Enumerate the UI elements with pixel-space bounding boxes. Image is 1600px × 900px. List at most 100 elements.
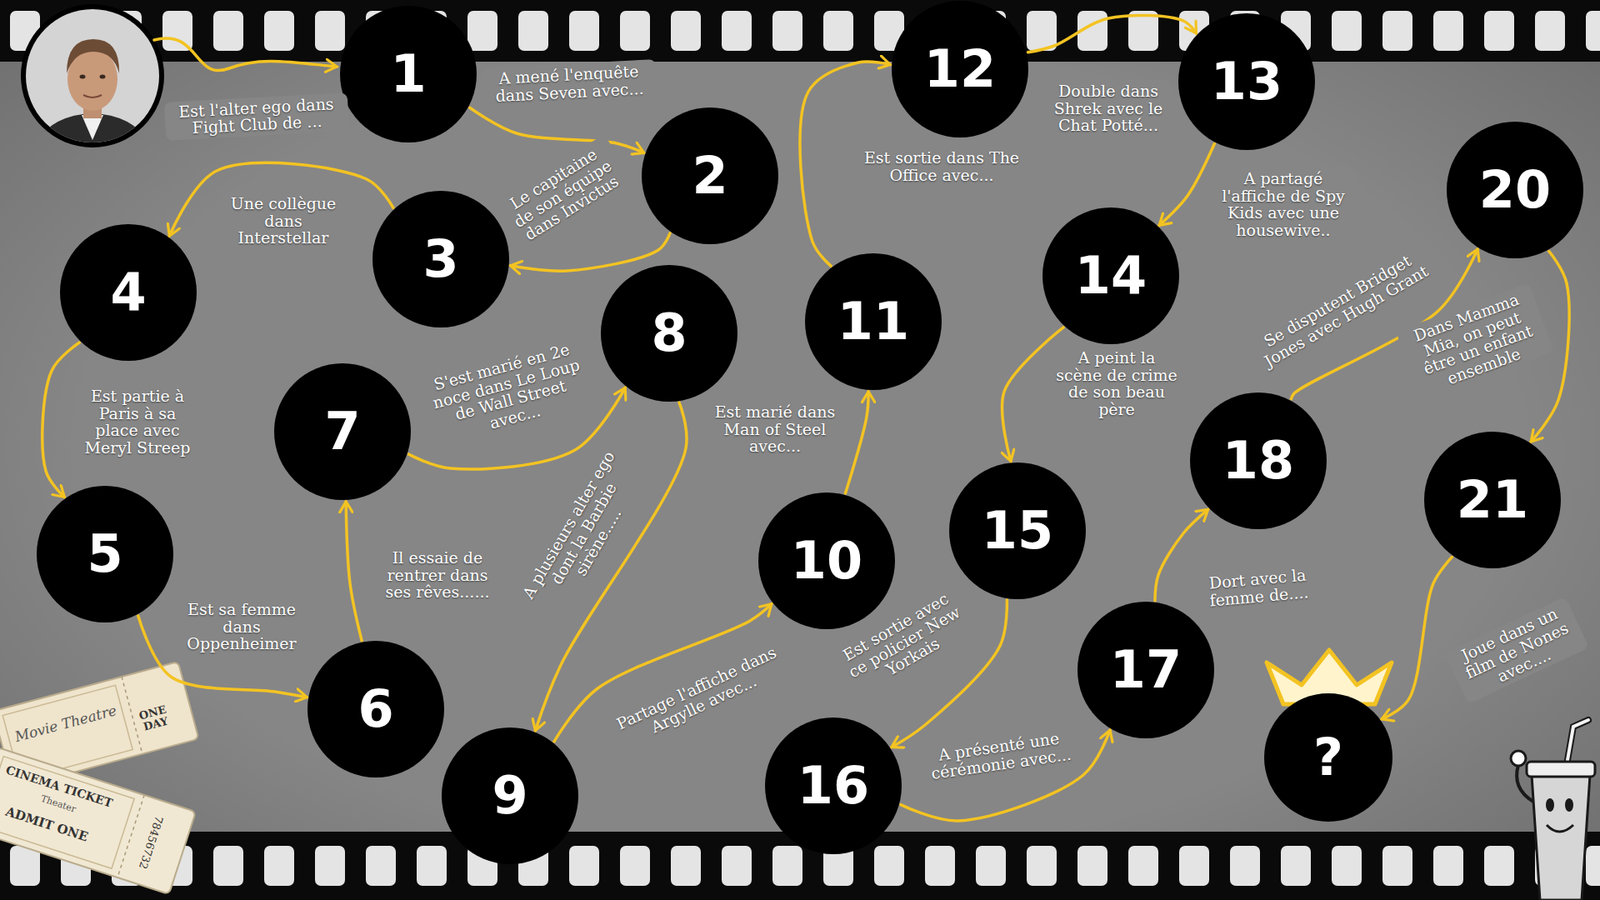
edge-label-holder: Est marié dans Man of Steel avec... xyxy=(708,400,842,458)
ticket-text: 78456732 xyxy=(132,800,170,884)
circle-fill xyxy=(372,190,510,328)
circle-fill xyxy=(1446,121,1584,259)
circle-fill xyxy=(1042,207,1180,345)
edge-label-holder: A présenté une cérémonie avec... xyxy=(915,724,1086,786)
circle-fill xyxy=(1264,693,1393,822)
number-circle: 3 xyxy=(372,190,510,328)
node-number: 1 xyxy=(390,48,426,100)
number-circle: 18 xyxy=(1190,392,1327,530)
number-circle: 8 xyxy=(600,265,738,402)
number-circle: 1 xyxy=(340,5,477,143)
edge-label: Double dans Shrek avec le Chat Potté... xyxy=(1045,80,1171,137)
cup-mascot xyxy=(1510,720,1595,900)
circle-fill xyxy=(307,640,445,778)
number-circle: 13 xyxy=(1178,13,1315,150)
edge-label: S'est marié en 2e noce dans Le Loup de W… xyxy=(418,335,599,450)
cup-straw xyxy=(1566,720,1589,765)
number-circle: 4 xyxy=(60,224,197,361)
cup-eye xyxy=(1565,798,1574,812)
edge-label-holder: Est sa femme dans Oppenheimer xyxy=(179,598,305,655)
edge-label: A présenté une cérémonie avec... xyxy=(915,724,1086,786)
circle-fill xyxy=(641,107,779,245)
edge-label-holder: Est sortie dans The Office avec... xyxy=(837,146,1046,186)
label-holder: Est l'alter ego dans Fight Club de ... xyxy=(164,92,350,140)
edge-label: A peint la scène de crime de son beau pè… xyxy=(1050,346,1184,420)
circle-fill xyxy=(758,492,895,630)
photo-shirt xyxy=(81,115,104,140)
circle-fill xyxy=(36,485,174,623)
number-circle: 14 xyxy=(1042,207,1180,345)
circle-fill xyxy=(1178,13,1315,150)
node-number: 7 xyxy=(324,405,360,458)
edge-label: A partagé l'affiche de Spy Kids avec une… xyxy=(1212,167,1355,241)
cup-smile xyxy=(1546,825,1574,832)
number-circle: 12 xyxy=(891,0,1029,138)
number-circle: 15 xyxy=(949,462,1086,600)
connectors xyxy=(42,15,1570,821)
edge-label: Le capitaine de son équipe dans Invictus xyxy=(490,134,634,253)
edge-label-holder: A mené l'enquête dans Seven avec... xyxy=(480,59,658,108)
node-number: 16 xyxy=(797,760,870,812)
edge-label-holder: A partagé l'affiche de Spy Kids avec une… xyxy=(1212,167,1355,241)
edge-label-holder: Double dans Shrek avec le Chat Potté... xyxy=(1045,80,1171,137)
node-number: ? xyxy=(1313,731,1344,784)
photo-background xyxy=(16,0,175,159)
circle-fill xyxy=(949,462,1086,600)
label-holder: Movie Theatre xyxy=(11,703,120,746)
node-number: 21 xyxy=(1456,474,1529,526)
edge-label-holder: Une collègue dans Interstellar xyxy=(220,192,346,250)
circle-fill xyxy=(60,224,197,361)
cup-lid xyxy=(1526,761,1595,777)
chain-arrow xyxy=(1381,556,1452,719)
photo-suit xyxy=(29,113,156,155)
photo-hair xyxy=(66,39,120,74)
chain-arrow xyxy=(845,391,869,494)
number-circle: 11 xyxy=(805,253,942,390)
circle-fill xyxy=(891,0,1029,138)
clue-label: Est l'alter ego dans Fight Club de ... xyxy=(164,92,350,140)
edge-label-holder: A peint la scène de crime de son beau pè… xyxy=(1050,346,1184,420)
number-circle: 20 xyxy=(1446,121,1584,259)
photo-eye xyxy=(100,75,106,80)
edge-label: Il essaie de rentrer dans ses rêves.....… xyxy=(375,546,500,604)
chain-arrow xyxy=(1028,15,1197,52)
cup-eye xyxy=(1545,798,1555,812)
chain-arrow xyxy=(42,342,80,497)
number-circle: 6 xyxy=(307,640,445,778)
number-circle: 7 xyxy=(274,363,411,500)
leader-arrow xyxy=(154,38,337,71)
node-number: 5 xyxy=(86,528,123,580)
chain-arrow xyxy=(345,501,362,641)
circle-fill xyxy=(1190,392,1327,530)
photo-mouth xyxy=(83,95,102,98)
circle-fill xyxy=(340,5,477,143)
node-number: 11 xyxy=(837,295,910,348)
number-circle: ? xyxy=(1264,693,1393,822)
edge-label: Dort avec la femme de.... xyxy=(1181,561,1335,615)
edge-label: Est sortie dans The Office avec... xyxy=(837,146,1046,186)
circle-fill xyxy=(805,253,942,390)
circle-fill xyxy=(765,717,902,855)
photo-eye xyxy=(80,75,86,80)
edge-label: Joue dans un film de Nones avec.... xyxy=(1444,596,1590,705)
ticket-text: ONE DAY xyxy=(133,702,175,735)
label-holder: ONE DAY xyxy=(133,702,175,735)
number-circle: 16 xyxy=(765,717,902,855)
edge-label: Une collègue dans Interstellar xyxy=(220,192,346,250)
circle-fill xyxy=(1077,601,1215,739)
node-number: 10 xyxy=(790,535,863,587)
edge-label-holder: Dans Mamma Mia, on peut être un enfant e… xyxy=(1395,283,1555,401)
number-circle: 5 xyxy=(36,485,174,623)
edge-label: Est partie à Paris à sa place avec Meryl… xyxy=(75,385,200,459)
actor-photo xyxy=(16,0,175,159)
cup-fist xyxy=(1510,750,1526,766)
label-holder: 78456732 xyxy=(132,800,170,884)
edge-label: Est marié dans Man of Steel avec... xyxy=(708,400,842,458)
edge-label-holder: Est partie à Paris à sa place avec Meryl… xyxy=(75,385,200,459)
cup-body xyxy=(1531,775,1590,900)
edge-label: A plusieurs alter ego dont la Barbie sir… xyxy=(510,436,655,631)
node-number: 8 xyxy=(650,307,687,360)
ticket-paper xyxy=(0,747,196,895)
node-number: 6 xyxy=(357,683,394,735)
